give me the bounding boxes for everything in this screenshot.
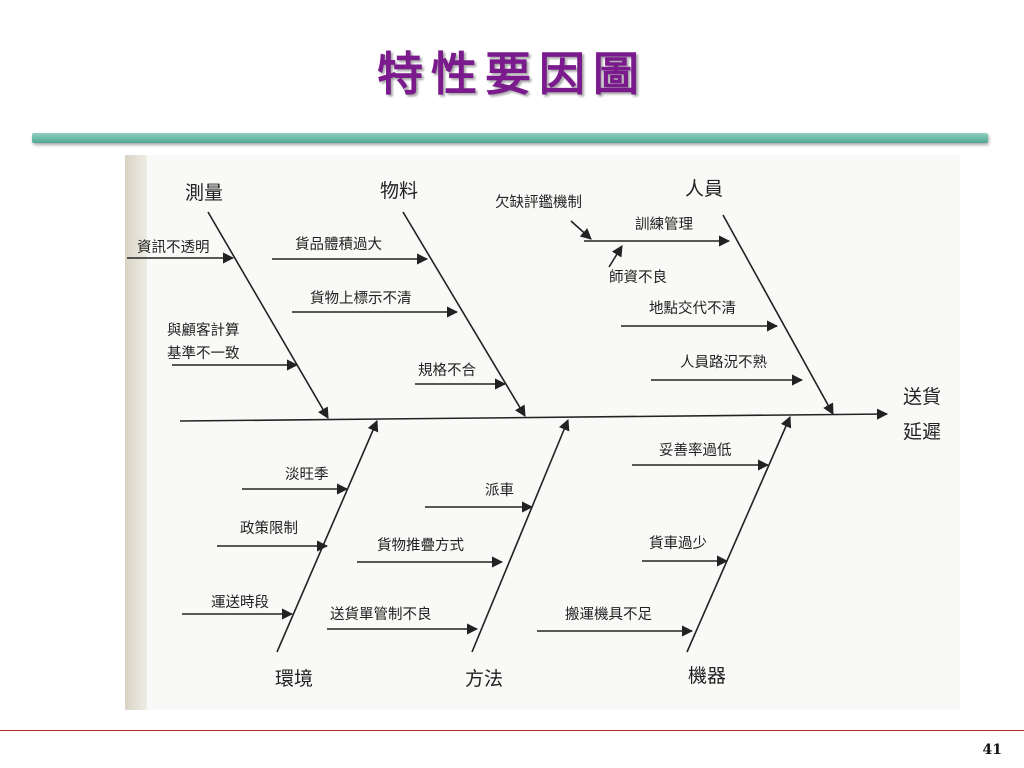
category-environment: 環境 [275,668,313,690]
cause-people-3: 師資不良 [609,269,667,286]
page-binding-edge [125,155,147,710]
cause-machine-1: 妥善率過低 [659,442,732,459]
cause-measurement-2b: 基準不一致 [167,345,240,362]
footer-divider [0,730,1024,731]
title-divider-bar [32,133,988,143]
cause-material-2: 貨物上標示不清 [310,290,412,307]
bone-machine [686,415,792,653]
cause-machine-3: 搬運機具不足 [565,606,652,623]
bone-measurement [207,211,329,419]
cause-environment-2: 政策限制 [240,520,298,537]
category-material: 物料 [380,180,418,202]
category-measurement: 測量 [185,182,223,204]
category-method: 方法 [465,668,503,690]
category-people: 人員 [685,178,723,200]
cause-method-3: 送貨單管制不良 [330,606,432,623]
effect-line-2: 延遲 [903,421,941,443]
cause-environment-1: 淡旺季 [285,466,329,483]
spine-arrow [179,408,889,422]
arrow-cause-p1 [570,220,592,240]
cause-material-3: 規格不合 [418,362,476,379]
fishbone-diagram: 測量 物料 人員 環境 方法 機器 送貨 延遲 資訊不透明 與顧客計算 基準不一… [127,178,941,690]
bone-method [471,418,570,653]
bone-environment [276,419,379,653]
cause-measurement-1: 資訊不透明 [137,239,210,256]
bone-material [402,211,526,417]
page-number: 41 [982,742,1002,758]
cause-environment-3: 運送時段 [211,594,269,611]
bone-people [722,214,834,415]
effect-line-1: 送貨 [903,386,941,408]
cause-people-1: 欠缺評鑑機制 [495,194,582,211]
slide-title: 特性要因圖 [377,47,647,101]
cause-people-2: 訓練管理 [635,216,693,233]
cause-people-4: 地點交代不清 [649,299,736,317]
category-machine: 機器 [688,665,726,687]
cause-method-2: 貨物推疊方式 [377,537,464,554]
cause-method-1: 派車 [485,482,514,499]
arrow-cause-p3 [608,245,623,268]
cause-people-5: 人員路況不熟 [680,354,767,371]
scanned-page-background [125,155,960,710]
cause-material-1: 貨品體積過大 [295,236,382,253]
cause-machine-2: 貨車過少 [649,535,707,552]
cause-measurement-2a: 與顧客計算 [167,322,240,339]
